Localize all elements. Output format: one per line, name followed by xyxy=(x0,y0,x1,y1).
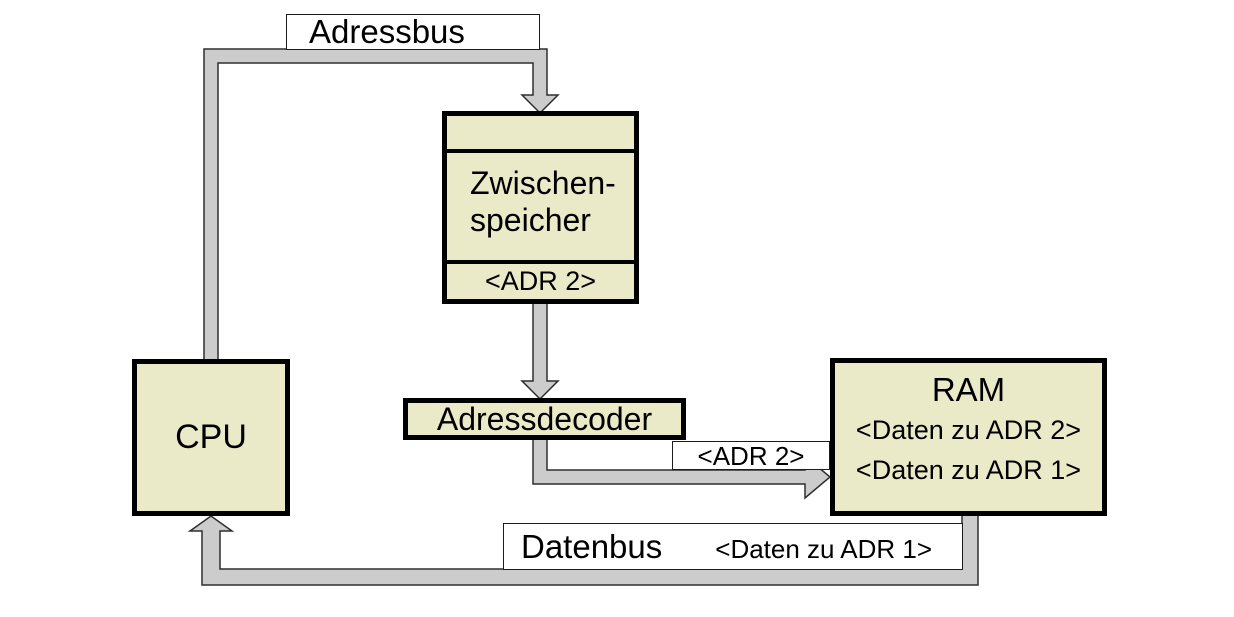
datenbus-label: Datenbus xyxy=(521,528,663,565)
cpu-box: CPU xyxy=(132,359,290,516)
zwischenspeicher-box: Zwischen- speicher <ADR 2> xyxy=(442,111,639,304)
adr2-bus-label-box: <ADR 2> xyxy=(672,441,830,470)
zwischenspeicher-label: Zwischen- speicher xyxy=(447,153,634,264)
ram-label: RAM xyxy=(931,371,1006,408)
adressdecoder-box: Adressdecoder xyxy=(403,398,686,440)
ram-content-line: <Daten zu ADR 2> xyxy=(855,415,1082,445)
adressdecoder-label: Adressdecoder xyxy=(436,400,653,437)
ram-box: RAM <Daten zu ADR 2> <Daten zu ADR 1> xyxy=(830,358,1107,516)
adressbus-label: Adressbus xyxy=(309,13,465,50)
zwischenspeicher-empty-section xyxy=(447,116,634,153)
adr2-bus-label: <ADR 2> xyxy=(697,441,805,471)
daten-zu-adr1-label: <Daten zu ADR 1> xyxy=(715,534,933,564)
datenbus-arrow xyxy=(187,513,979,586)
adressbus-label-box: Adressbus xyxy=(286,14,540,50)
zwischenspeicher-register-value: <ADR 2> xyxy=(484,266,597,296)
datenbus-label-box: Datenbus <Daten zu ADR 1> xyxy=(503,523,963,570)
ram-content-line: <Daten zu ADR 1> xyxy=(855,455,1082,485)
cpu-label: CPU xyxy=(175,418,247,456)
buffer-to-decoder-arrow xyxy=(520,300,560,401)
